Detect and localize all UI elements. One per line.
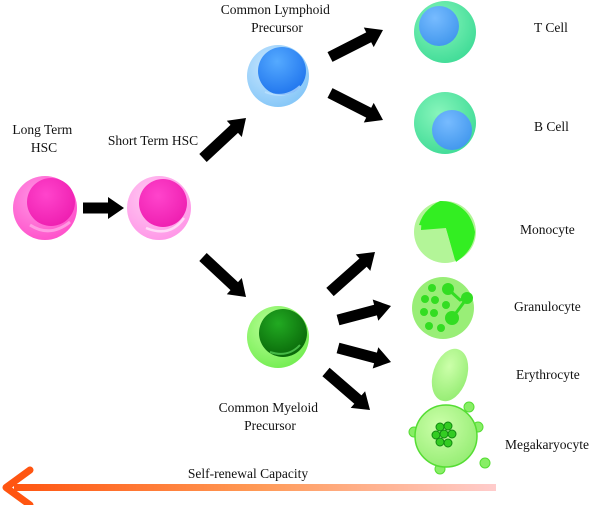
megakaryocyte-cell (408, 401, 491, 475)
self-renewal-axis-label: Self-renewal Capacity (188, 466, 309, 481)
self-renewal-axis (2, 466, 496, 505)
arrow-icon (326, 252, 375, 297)
erythrocyte-label: Erythrocyte (516, 367, 580, 382)
long-term-hsc-label: Long Term HSC (12, 122, 75, 155)
b-cell (414, 92, 476, 154)
arrow-icon (336, 342, 391, 369)
monocyte-cell (414, 200, 476, 263)
self-renewal-axis-bar (14, 484, 496, 491)
arrow-icon (199, 118, 246, 162)
common-lymphoid-precursor-label: Common Lymphoid Precursor (221, 2, 334, 35)
monocyte-label: Monocyte (520, 222, 575, 237)
granulocyte-label: Granulocyte (514, 299, 581, 314)
erythrocyte-cell (431, 348, 469, 402)
arrow-icon (322, 367, 370, 410)
arrow-icon (83, 197, 124, 219)
granulocyte-cell (412, 277, 474, 339)
common-myeloid-precursor-cell (247, 306, 309, 368)
short-term-hsc-label: Short Term HSC (108, 133, 198, 148)
long-term-hsc-cell (13, 176, 77, 240)
t-cell (414, 1, 476, 63)
arrow-icon (336, 299, 391, 326)
axis-arrowhead-icon (2, 466, 34, 505)
arrow-icon (327, 88, 383, 123)
megakaryocyte-label: Megakaryocyte (505, 437, 589, 452)
common-lymphoid-precursor-cell (247, 45, 309, 107)
arrow-icon (327, 27, 383, 62)
t-cell-label: T Cell (534, 20, 568, 35)
short-term-hsc-cell (127, 176, 191, 240)
arrow-icon (199, 253, 246, 297)
common-myeloid-precursor-label: Common Myeloid Precursor (219, 400, 322, 433)
b-cell-label: B Cell (534, 119, 569, 134)
